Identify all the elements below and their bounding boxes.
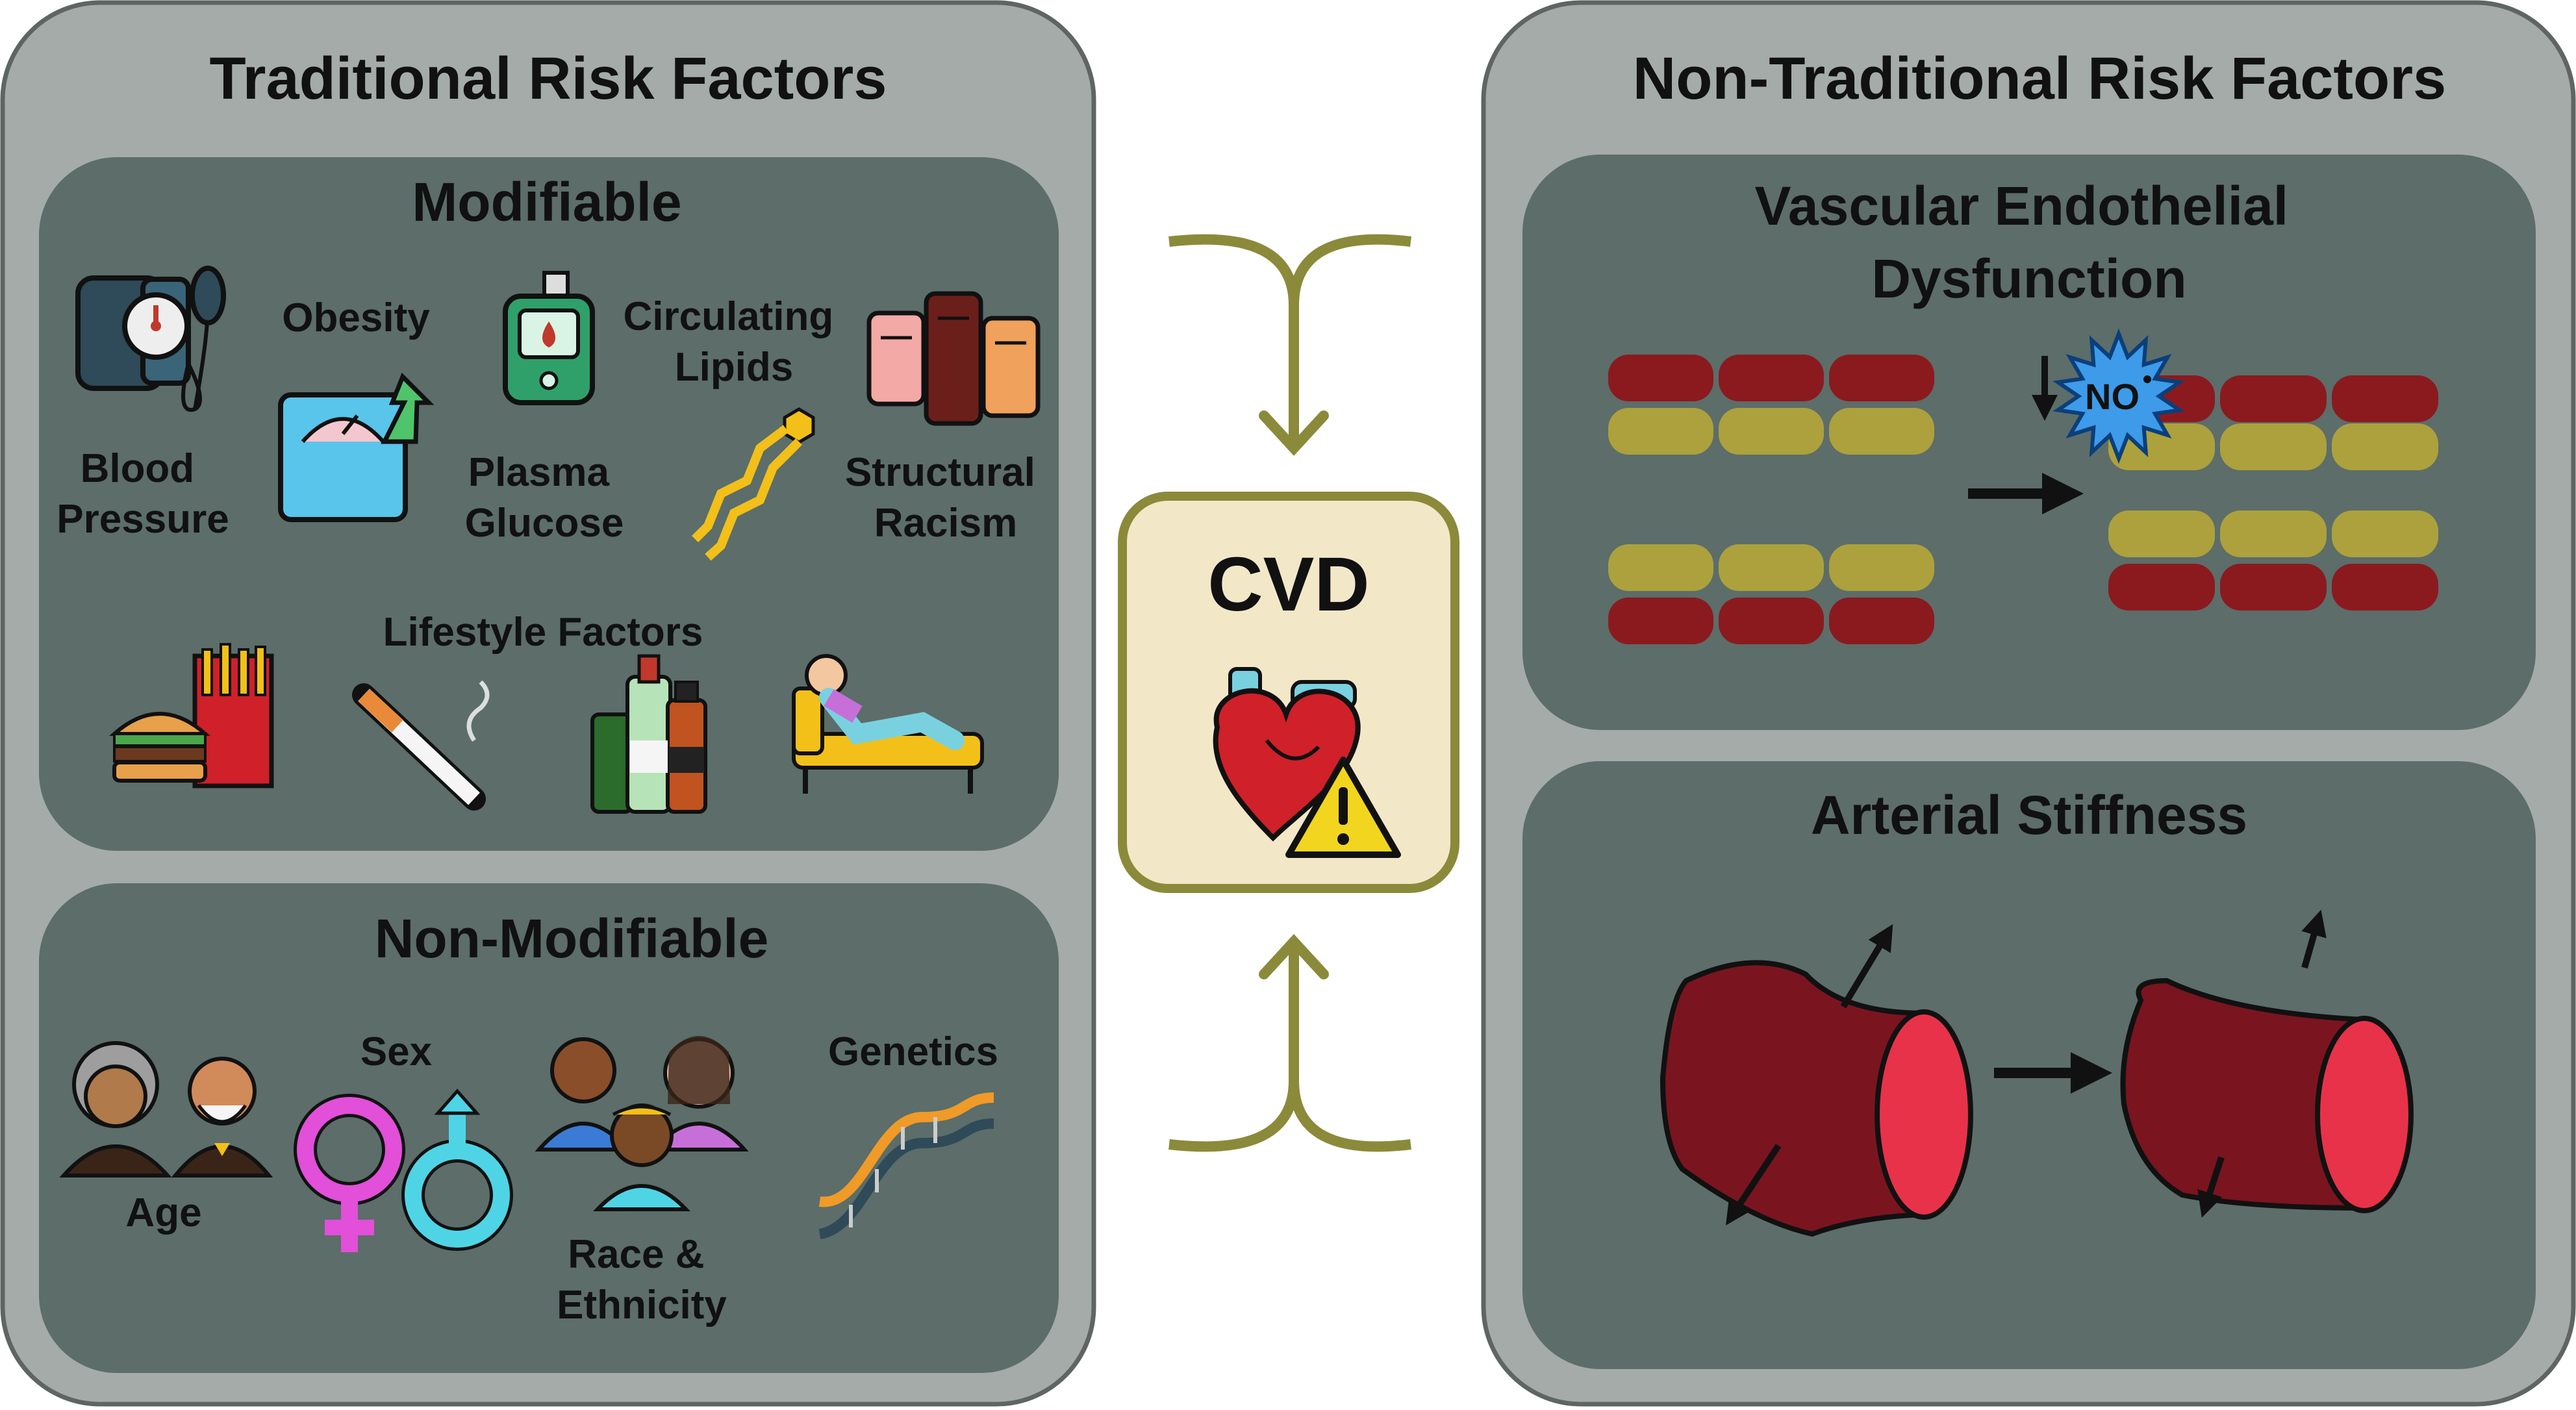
red-cell [1719,355,1824,401]
raised-fists-icon [866,291,1041,426]
top-arrow [1168,234,1411,442]
non-traditional-risk-factors-panel: Non-Traditional Risk Factors Vascular En… [1481,0,2576,1407]
arterial-stiffness-panel: Arterial Stiffness [1522,761,2536,1369]
olive-cell [1829,408,1934,455]
obesity-label: Obesity [282,296,430,340]
traditional-title: Traditional Risk Factors [210,45,887,112]
red-cell [1608,598,1713,644]
scale-icon [278,372,435,522]
red-cell [1719,598,1824,644]
red-cell [1608,355,1713,401]
vascular-endothelial-panel: Vascular Endothelial Dysfunction NO [1522,155,2536,730]
olive-cell [2220,423,2327,470]
structural-racism-label: Structural Racism [845,450,1046,546]
nitric-oxide-badge: NO [2052,328,2185,464]
flexible-artery-icon [1660,924,1973,1237]
red-cell [1829,355,1934,401]
red-cell [2332,375,2438,422]
red-cell [2332,564,2438,611]
lifestyle-factors-label: Lifestyle Factors [383,610,703,655]
heart-warning-icon [1213,667,1401,858]
cigarette-icon [352,680,490,811]
race-ethnicity-label: Race & Ethnicity [557,1232,727,1328]
olive-cell [2108,510,2215,557]
red-cell [2220,564,2327,611]
circulating-lipids-label: Circulating Lipids [623,294,844,390]
arterial-title: Arterial Stiffness [1811,785,2247,846]
red-cell [2108,564,2215,611]
non-modifiable-title: Non-Modifiable [375,908,769,969]
sedentary-person-icon [792,654,984,794]
genetics-label: Genetics [828,1029,998,1074]
modifiable-panel: Modifiable Blood Pressure Obesity [39,157,1059,851]
olive-cell [1608,544,1713,591]
plasma-glucose-label: Plasma Glucose [465,450,624,546]
elderly-people-icon [59,1041,273,1177]
olive-cell [2332,423,2438,470]
sex-label: Sex [360,1029,433,1074]
cvd-center: CVD [1118,234,1459,1152]
male-symbol-icon [401,1089,513,1251]
modifiable-title: Modifiable [412,171,681,233]
olive-cell [1719,408,1824,455]
olive-cell [2332,510,2438,557]
olive-cell [1719,544,1824,591]
non-traditional-title: Non-Traditional Risk Factors [1633,45,2446,112]
bottom-arrow [1168,948,1411,1152]
blood-pressure-label: Blood Pressure [57,446,229,542]
olive-cell [1608,408,1713,455]
dna-icon [818,1092,994,1239]
age-label: Age [125,1190,201,1235]
vascular-title: Vascular Endothelial Dysfunction [1755,175,2304,309]
red-cell [1829,598,1934,644]
cvd-box [1118,492,1459,893]
red-cell [2220,375,2327,422]
alcohol-bottles-icon [590,654,707,814]
stiff-artery-icon [2120,909,2414,1218]
glucose-meter-icon [503,271,595,405]
traditional-risk-factors-panel: Traditional Risk Factors Modifiable Bloo… [0,0,1096,1407]
olive-cell [1829,544,1934,591]
female-symbol-icon [294,1094,405,1252]
nitric-oxide-label: NO [2085,376,2140,417]
cvd-label: CVD [1207,542,1369,627]
fast-food-icon [109,643,274,788]
non-modifiable-panel: Non-Modifiable Age Sex [39,883,1059,1373]
olive-cell [2220,510,2327,557]
dysfunctional-endothelial-cells [2108,375,2438,611]
healthy-endothelial-cells [1608,355,1934,644]
lipid-molecule-icon [692,407,815,561]
diverse-people-icon [535,1036,749,1211]
blood-pressure-icon [75,266,226,412]
